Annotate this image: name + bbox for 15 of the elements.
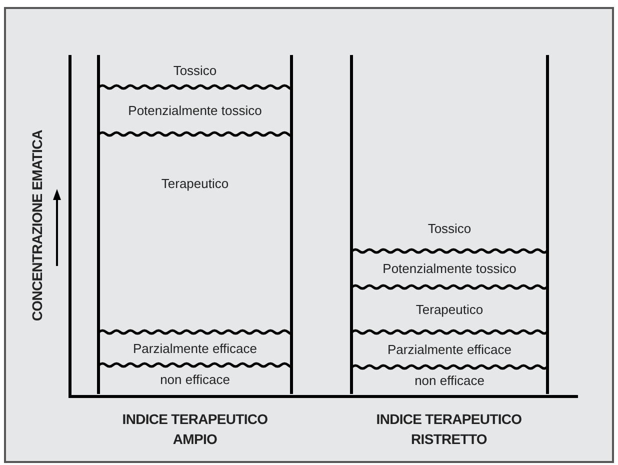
band-label: Parzialmente efficace bbox=[387, 342, 512, 358]
band-label: Potenzialmente tossico bbox=[382, 261, 516, 277]
column-heading: INDICE TERAPEUTICO RISTRETTO bbox=[375, 410, 523, 449]
column-heading: INDICE TERAPEUTICO AMPIO bbox=[121, 410, 269, 449]
band-label: non efficace bbox=[414, 372, 484, 388]
column-outline bbox=[97, 55, 293, 394]
band-label: non efficace bbox=[160, 372, 230, 388]
band-label: Tossico bbox=[173, 63, 217, 79]
band-label: Potenzialmente tossico bbox=[128, 102, 262, 118]
axis-label: CONCENTRAZIONE EMATICA bbox=[28, 129, 46, 321]
column-outline bbox=[350, 55, 549, 394]
band-label: Terapeutico bbox=[161, 176, 229, 192]
band-label: Parzialmente efficace bbox=[132, 340, 258, 356]
band-label: Tossico bbox=[428, 221, 472, 237]
band-label: Terapeutico bbox=[416, 302, 484, 318]
